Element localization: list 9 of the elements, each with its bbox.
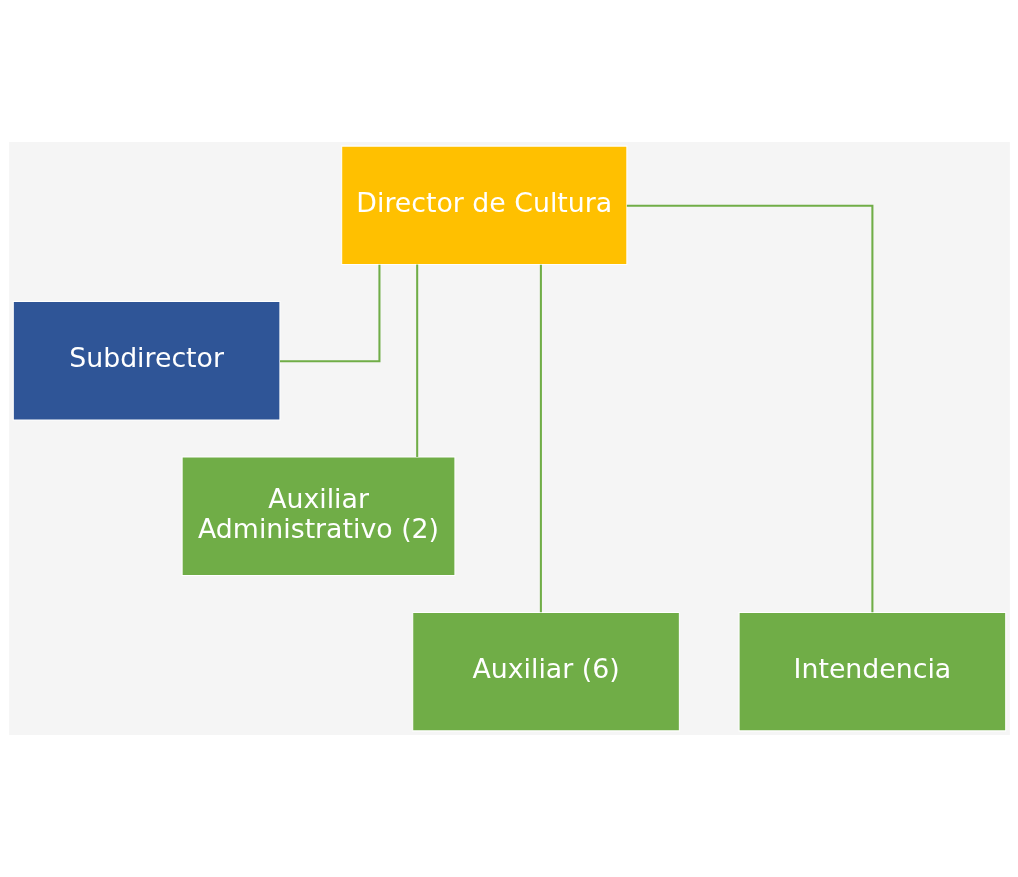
node-box: Auxiliar (6) bbox=[411, 611, 680, 732]
node-box: Intendencia bbox=[738, 611, 1006, 732]
connector bbox=[279, 264, 380, 363]
node-box: Auxiliar Administrativo (2) bbox=[181, 456, 455, 576]
node-box: Director de Cultura bbox=[340, 145, 627, 266]
connector bbox=[415, 264, 418, 457]
connector bbox=[539, 264, 542, 613]
connector bbox=[626, 204, 873, 613]
node-box: Subdirector bbox=[12, 301, 280, 421]
